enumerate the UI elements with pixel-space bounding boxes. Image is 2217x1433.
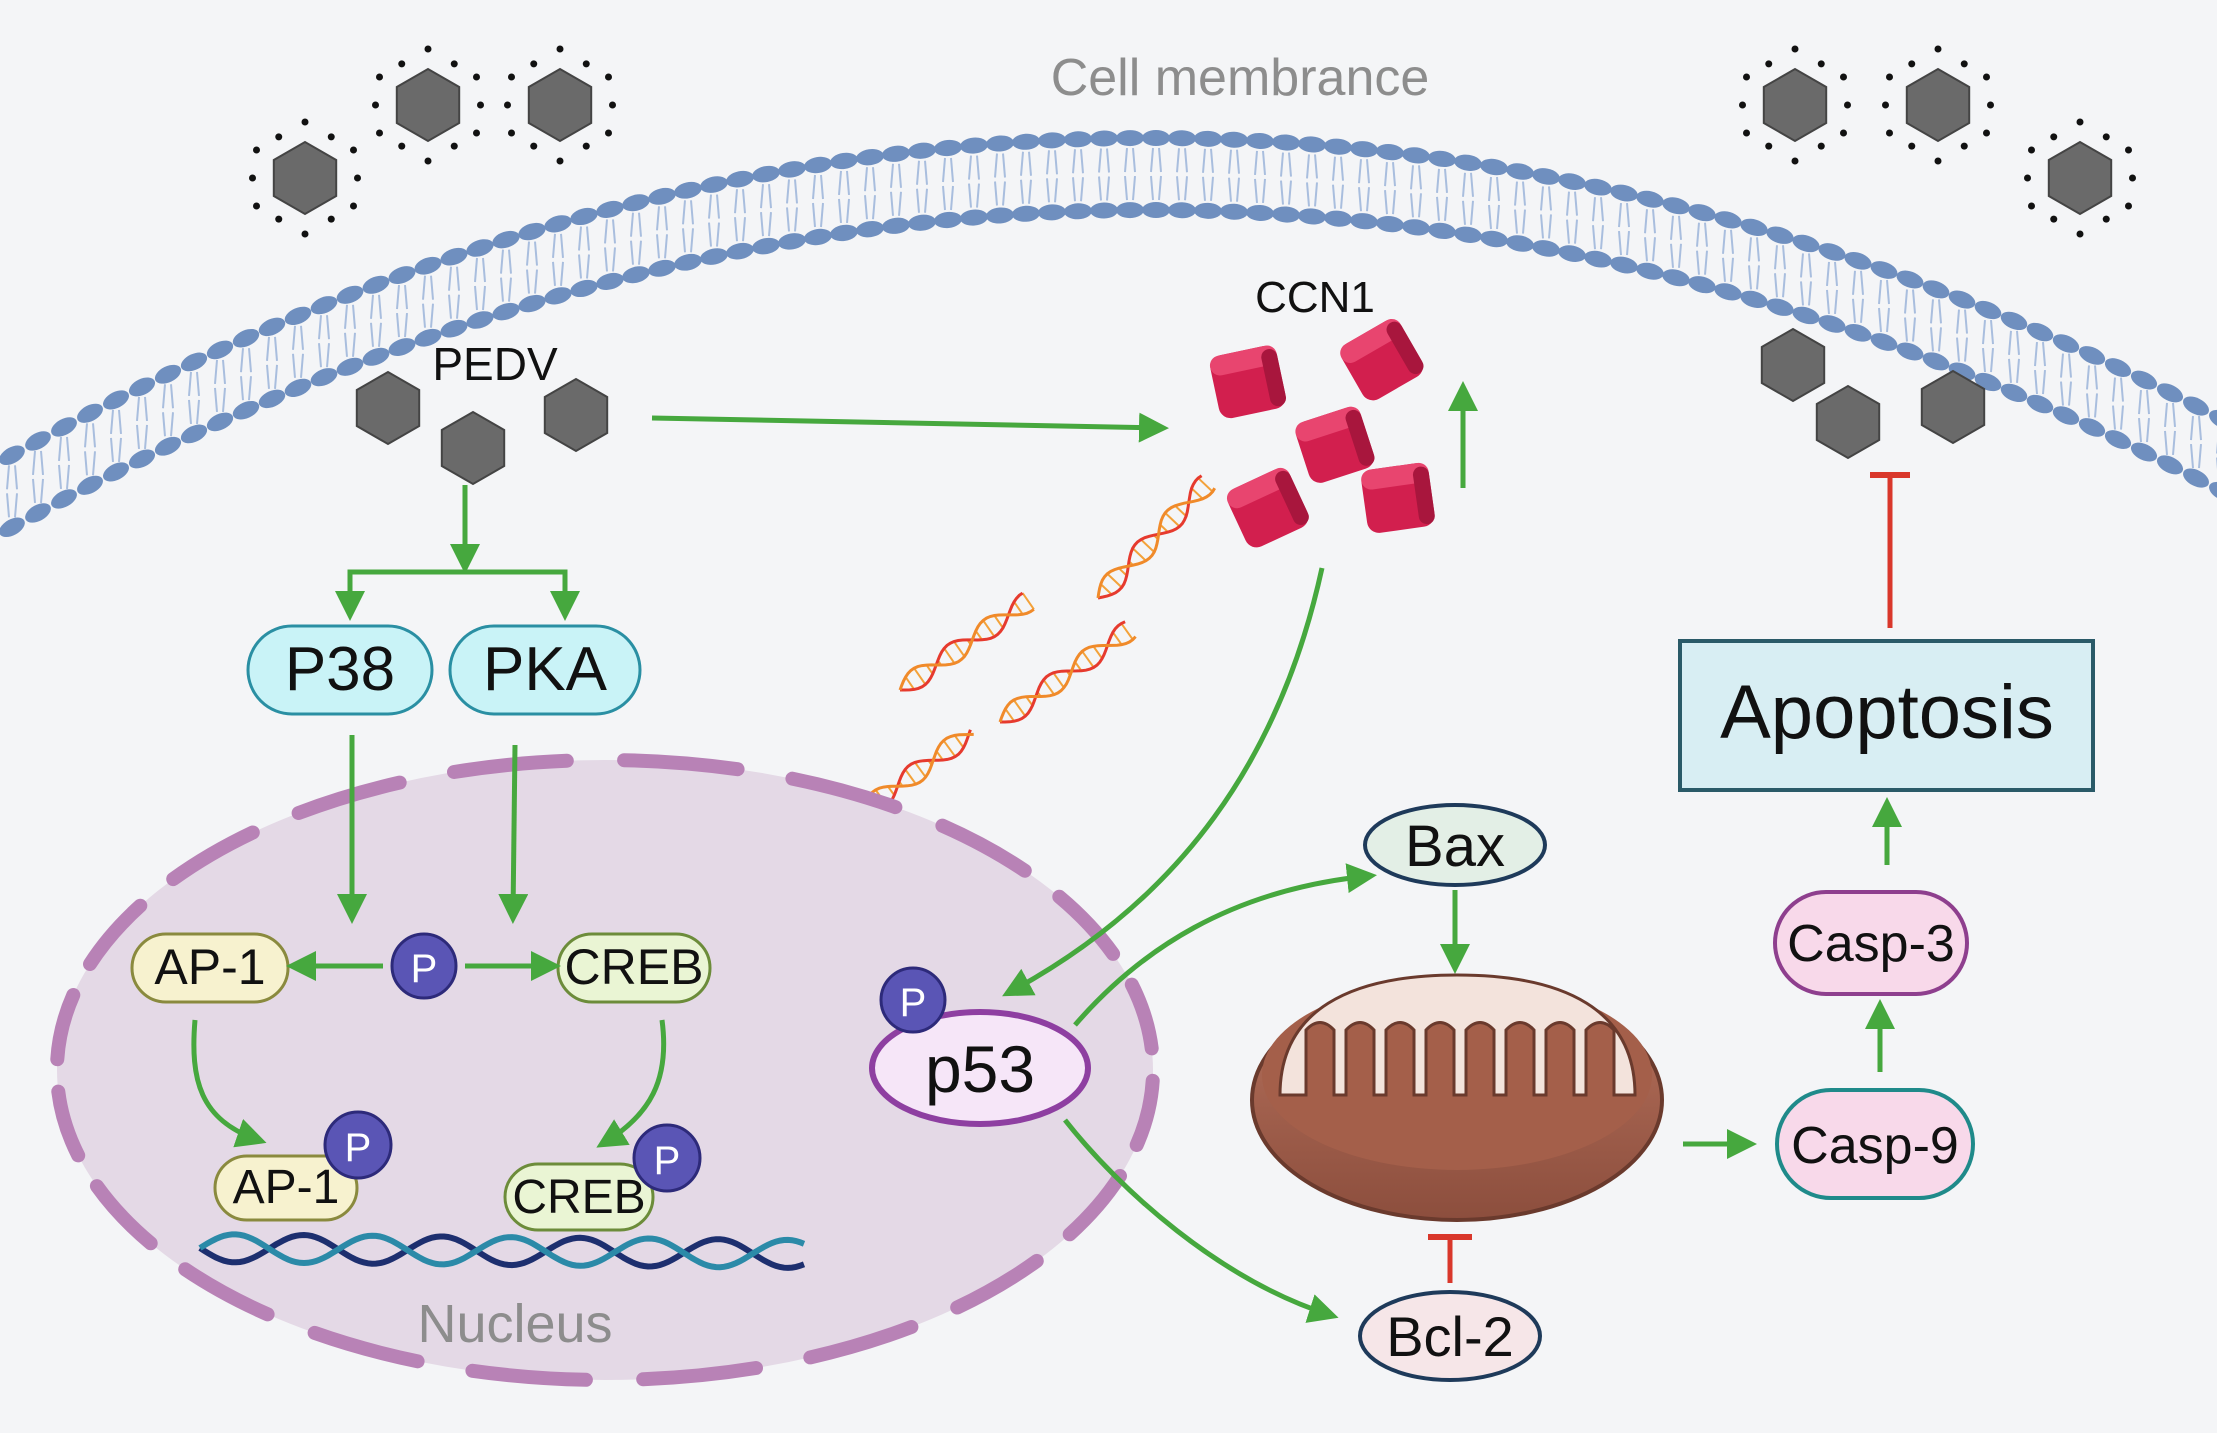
casp9-label: Casp-9 (1791, 1117, 1959, 1175)
pedv-label: PEDV (432, 338, 558, 390)
creb-bottom-node: CREB (505, 1164, 653, 1230)
bcl2-node: Bcl-2 (1360, 1292, 1540, 1380)
casp3-label: Casp-3 (1787, 915, 1955, 973)
bax-node: Bax (1365, 805, 1545, 885)
creb-bottom-label: CREB (512, 1171, 645, 1224)
phospho-creb-label: P (654, 1139, 681, 1183)
casp9-node: Casp-9 (1777, 1090, 1973, 1198)
phospho-p53: P (881, 968, 945, 1032)
mitochondrion (1252, 975, 1662, 1220)
ap1-bottom-label: AP-1 (233, 1161, 340, 1214)
p53-label: p53 (925, 1032, 1035, 1106)
phospho-center-label: P (411, 947, 438, 991)
p38-node: P38 (248, 626, 432, 714)
phospho-p53-label: P (900, 981, 927, 1025)
phospho-ap1: P (325, 1112, 391, 1178)
ap1-top-label: AP-1 (154, 939, 265, 995)
pedv-branch-arrows (350, 485, 565, 612)
casp3-node: Casp-3 (1775, 892, 1967, 994)
phospho-creb: P (634, 1125, 700, 1191)
cell-membrane-label: Cell membrance (1051, 49, 1430, 107)
creb-top-label: CREB (565, 939, 704, 995)
creb-top-node: CREB (558, 934, 710, 1002)
phospho-ap1-label: P (345, 1126, 372, 1170)
pka-node: PKA (450, 626, 640, 714)
phospho-center: P (392, 934, 456, 998)
bax-label: Bax (1405, 814, 1505, 879)
progeny-virions (1762, 329, 1984, 458)
p38-label: P38 (285, 635, 395, 704)
ccn1-label: CCN1 (1255, 273, 1375, 322)
apoptosis-label: Apoptosis (1720, 670, 2054, 755)
bcl2-label: Bcl-2 (1386, 1305, 1514, 1368)
ap1-top-node: AP-1 (132, 934, 288, 1002)
nucleus-label: Nucleus (417, 1294, 612, 1354)
pka-to-nucleus-arrow (513, 745, 515, 915)
apoptosis-box: Apoptosis (1680, 641, 2093, 790)
pedv-to-ccn1-arrow (652, 418, 1160, 428)
pka-label: PKA (483, 635, 608, 704)
ccn1-proteins (1208, 315, 1436, 551)
